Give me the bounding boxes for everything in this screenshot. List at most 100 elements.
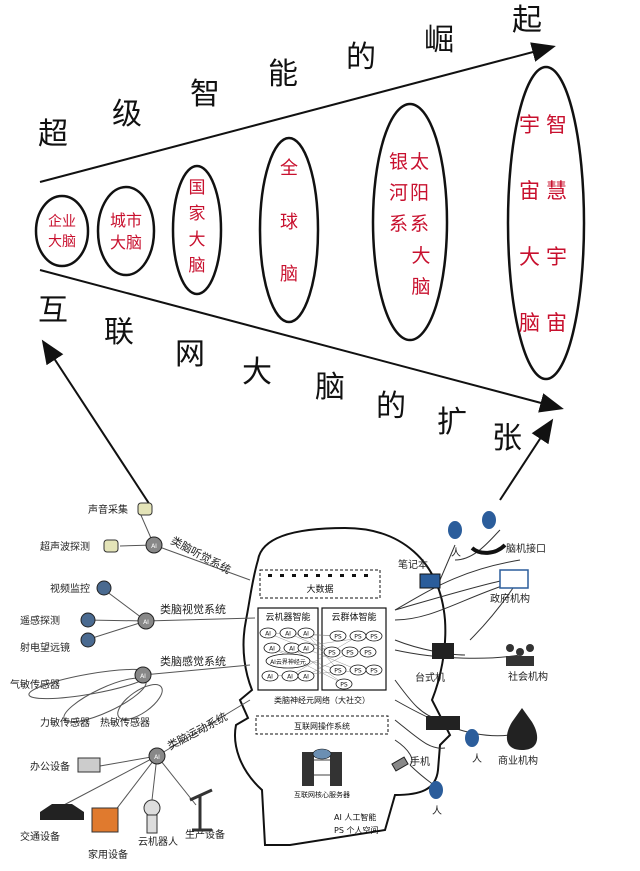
router-icon	[312, 748, 332, 760]
desktop-icon	[432, 643, 454, 659]
ai-node-label-4: AI	[269, 646, 275, 653]
government-icon	[499, 569, 529, 589]
ps-node-label-7: PS	[334, 668, 342, 675]
bottom-phrase-char-1: 互	[38, 293, 68, 328]
legend-ai: AI 人工智能	[334, 812, 376, 822]
ellipse-text-enterprise-1: 企业	[48, 213, 76, 230]
printer-icon	[77, 757, 101, 773]
top-phrase-char-1: 超	[38, 117, 68, 152]
system-sense: 类脑感觉系统	[160, 654, 226, 668]
robot-icon	[143, 799, 161, 817]
ai-center-label: AI云界神经元	[270, 658, 306, 666]
top-phrase-char-5: 的	[346, 40, 376, 75]
ellipse-text-galaxy-1: 银太	[389, 151, 431, 173]
ps-node-label-5: PS	[346, 650, 354, 657]
ps-node-label-8: PS	[354, 668, 362, 675]
bottom-phrase-char-7: 扩	[437, 405, 467, 440]
ps-node-label-10: PS	[340, 682, 348, 689]
right-icons	[391, 511, 538, 799]
ai-node-6	[297, 642, 315, 654]
ultrasonic-icon	[103, 539, 119, 553]
ellipse-text-galaxy-3: 系系	[389, 213, 431, 235]
neural-link-9	[305, 651, 351, 677]
big-data-label: 大数据	[306, 583, 333, 595]
ps-node-9	[365, 664, 383, 676]
device-video: 视频监控	[50, 582, 90, 595]
hub-sense	[134, 666, 152, 684]
label-org: 社会机构	[508, 670, 548, 683]
hub-vision-label: AI	[143, 619, 149, 626]
label-bci: 脑机接口	[506, 542, 546, 555]
ps-node-label-3: PS	[370, 634, 378, 641]
sound-sensor-icon	[137, 502, 153, 516]
cloud-group-label: 云群体智能	[331, 611, 376, 623]
home-appliance-icon	[91, 807, 119, 833]
ps-node-1	[329, 630, 347, 642]
ai-node-label-3: AI	[303, 631, 309, 638]
left-upward-arrow	[41, 339, 151, 506]
ai-node-1	[259, 627, 277, 639]
label-phone: 手机	[410, 755, 430, 768]
ellipse-text-universe-2: 宙慧	[519, 179, 573, 203]
ai-node-9	[297, 670, 315, 682]
ps-node-6	[359, 646, 377, 658]
ps-node-10	[335, 678, 353, 690]
label-laptop: 笔记本	[398, 558, 428, 571]
hub-vision	[137, 612, 155, 630]
label-business: 商业机构	[498, 754, 538, 767]
hub-motion	[148, 747, 166, 765]
bottom-phrase-char-2: 联	[104, 315, 134, 350]
os-box	[255, 715, 389, 735]
label-person-3: 人	[472, 753, 482, 765]
neural-net-label: 类脑神经元网络（大社交）	[274, 695, 370, 705]
ellipse-text-nation-3: 大	[189, 230, 206, 250]
ellipse-text-galaxy-4: 大	[411, 245, 430, 267]
bottom-phrase-char-8: 张	[492, 421, 522, 456]
car-icon	[40, 804, 84, 820]
ellipse-text-global-2: 球	[280, 212, 298, 233]
bottom-phrase-char-6: 的	[376, 389, 406, 424]
headset-icon	[470, 543, 507, 555]
ellipse-text-galaxy-5: 脑	[411, 276, 430, 298]
ellipse-enterprise	[34, 194, 90, 268]
cloud-robot-label: 云机器智能	[265, 611, 310, 623]
ellipse-city	[96, 185, 156, 277]
ai-node-label-9: AI	[303, 674, 309, 681]
device-telescope: 射电望远镜	[20, 641, 70, 654]
device-sound: 声音采集	[88, 503, 128, 516]
ellipse-text-city-2: 大脑	[110, 233, 142, 252]
camera-icon	[96, 580, 112, 596]
label-desktop: 台式机	[415, 671, 445, 684]
top-phrase-char-7: 起	[512, 3, 542, 38]
server-rack-right	[330, 752, 342, 786]
device-robot: 云机器人	[138, 835, 178, 848]
server-rack-left	[302, 752, 314, 786]
device-traffic: 交通设备	[20, 830, 60, 843]
neural-link-3	[305, 632, 339, 671]
server-label: 互联网核心服务器	[294, 790, 350, 799]
ellipse-text-universe-4: 脑宙	[519, 311, 573, 335]
upper-growth-arrow	[39, 42, 556, 183]
ai-node-label-8: AI	[287, 674, 293, 681]
device-icons	[40, 502, 213, 834]
ai-node-label-5: AI	[289, 646, 295, 653]
top-phrase-char-2: 级	[112, 97, 142, 132]
ai-node-label-2: AI	[285, 631, 291, 638]
label-gov: 政府机构	[490, 592, 530, 605]
vr-glasses-icon	[426, 716, 460, 730]
device-force: 力敏传感器	[40, 716, 90, 729]
hub-motion-label: AI	[154, 754, 160, 761]
robot-body-icon	[146, 814, 158, 834]
ps-node-4	[323, 646, 341, 658]
device-office: 办公设备	[30, 760, 70, 773]
ps-node-5	[341, 646, 359, 658]
ellipse-text-universe-3: 大宇	[519, 245, 573, 269]
ps-node-label-4: PS	[328, 650, 336, 657]
oil-pump-icon	[189, 788, 213, 832]
neural-link-10	[267, 632, 359, 671]
organization-icon	[506, 644, 534, 666]
person-icon-1	[448, 521, 462, 539]
telescope-icon	[80, 632, 96, 648]
neural-link-8	[289, 635, 359, 677]
